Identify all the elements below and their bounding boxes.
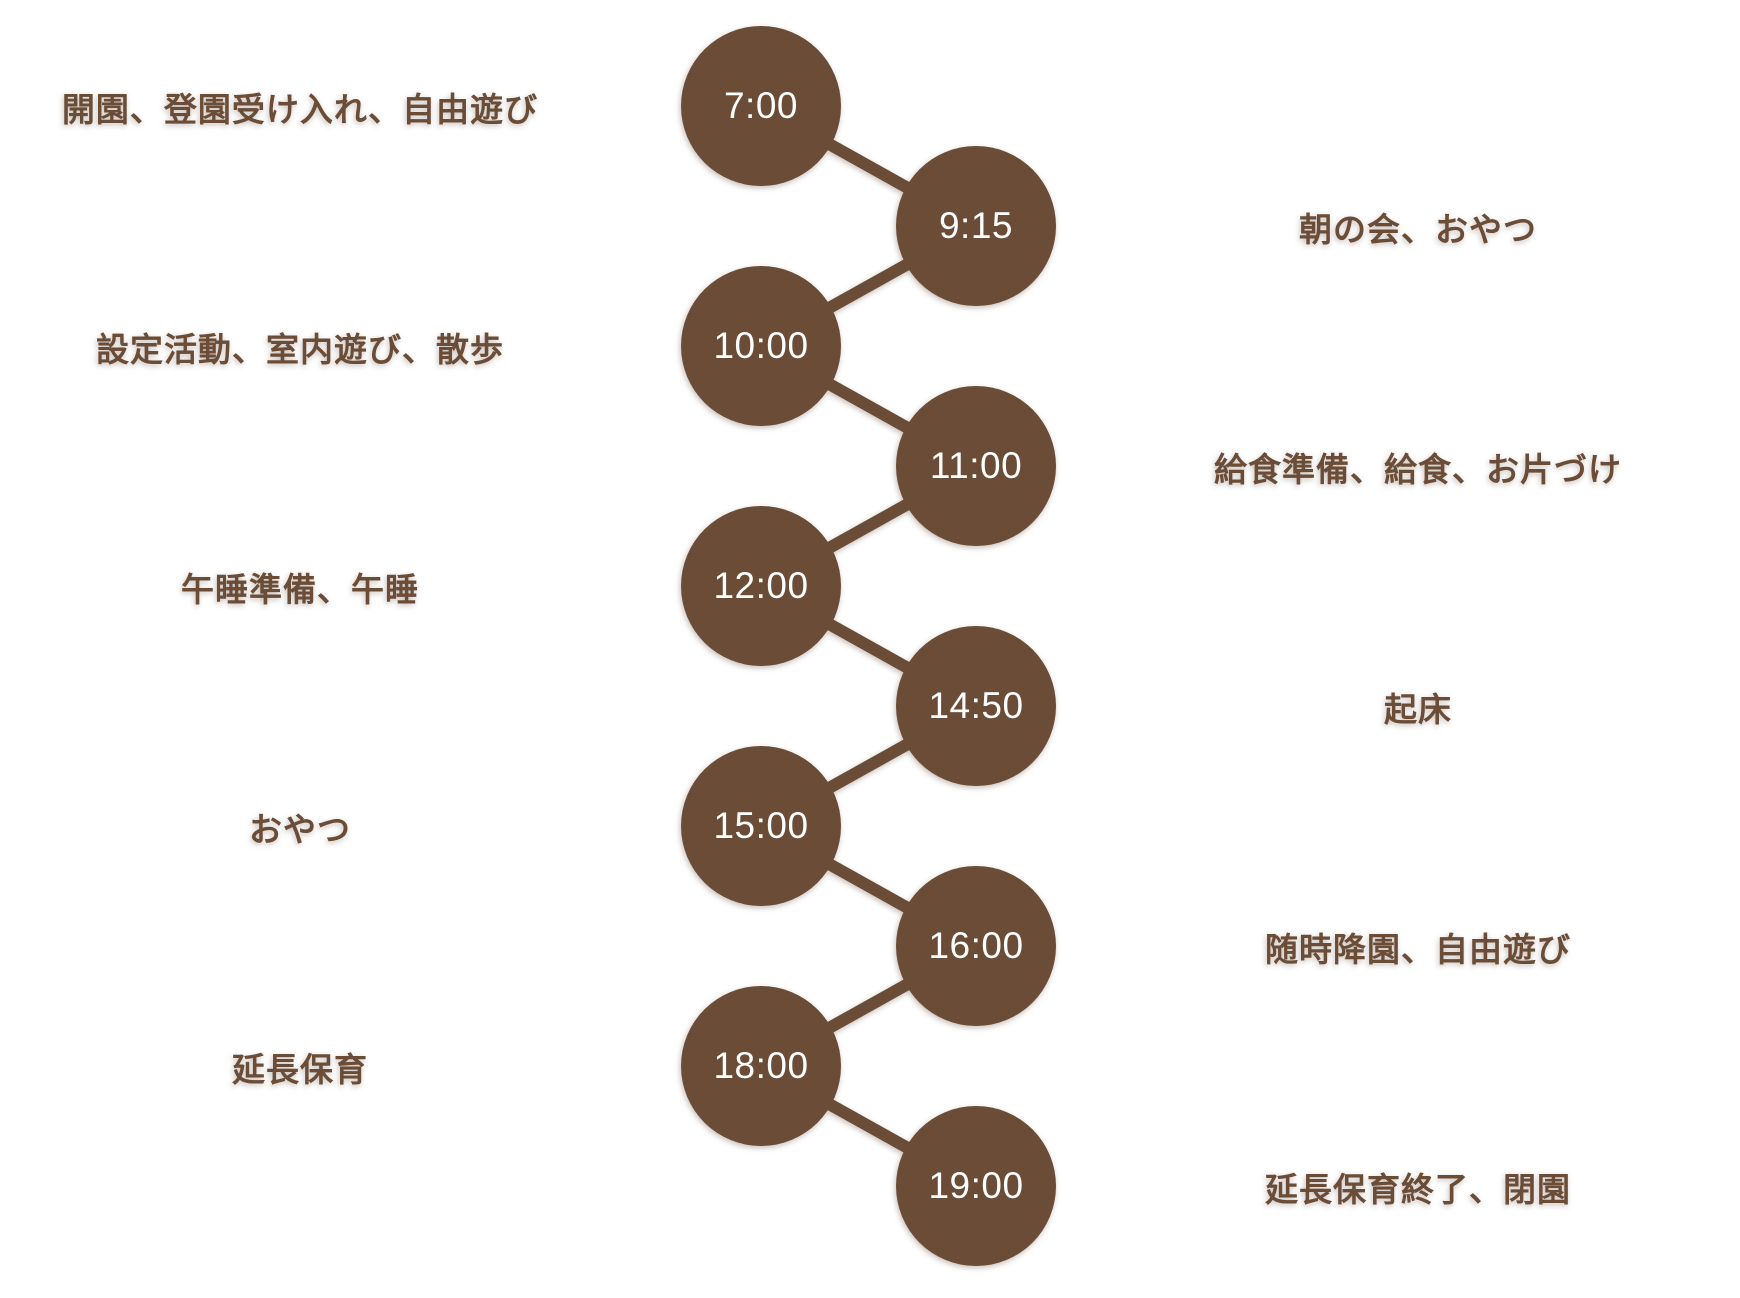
timeline-node-15-00: 15:00 bbox=[681, 746, 841, 906]
timeline-node-12-00: 12:00 bbox=[681, 506, 841, 666]
time-text: 16:00 bbox=[928, 925, 1024, 966]
activity-label: 設定活動、室内遊び、散歩 bbox=[96, 331, 504, 368]
activity-label: 午睡準備、午睡 bbox=[181, 571, 419, 608]
timeline-node-9-15: 9:15 bbox=[896, 146, 1056, 306]
time-text: 15:00 bbox=[713, 805, 809, 846]
time-text: 19:00 bbox=[928, 1165, 1024, 1206]
activity-label: 起床 bbox=[1384, 691, 1452, 728]
timeline-node-11-00: 11:00 bbox=[896, 386, 1056, 546]
time-text: 11:00 bbox=[929, 445, 1023, 486]
time-text: 12:00 bbox=[713, 565, 809, 606]
time-text: 10:00 bbox=[713, 325, 809, 366]
timeline-node-19-00: 19:00 bbox=[896, 1106, 1056, 1266]
timeline-node-18-00: 18:00 bbox=[681, 986, 841, 1146]
time-text: 18:00 bbox=[713, 1045, 809, 1086]
activity-label: 給食準備、給食、お片づけ bbox=[1214, 451, 1622, 488]
activity-label: 延長保育終了、閉園 bbox=[1265, 1171, 1571, 1208]
timeline-node-7-00: 7:00 bbox=[681, 26, 841, 186]
activity-label: 朝の会、おやつ bbox=[1299, 211, 1537, 248]
time-text: 9:15 bbox=[938, 205, 1013, 246]
timeline-node-14-50: 14:50 bbox=[896, 626, 1056, 786]
timeline-node-10-00: 10:00 bbox=[681, 266, 841, 426]
activity-label: おやつ bbox=[249, 811, 351, 848]
time-text: 7:00 bbox=[723, 85, 798, 126]
timeline-node-16-00: 16:00 bbox=[896, 866, 1056, 1026]
activity-label: 随時降園、自由遊び bbox=[1265, 931, 1571, 968]
activity-label: 延長保育 bbox=[232, 1051, 368, 1088]
time-text: 14:50 bbox=[928, 685, 1024, 726]
activity-label: 開園、登園受け入れ、自由遊び bbox=[61, 91, 539, 128]
